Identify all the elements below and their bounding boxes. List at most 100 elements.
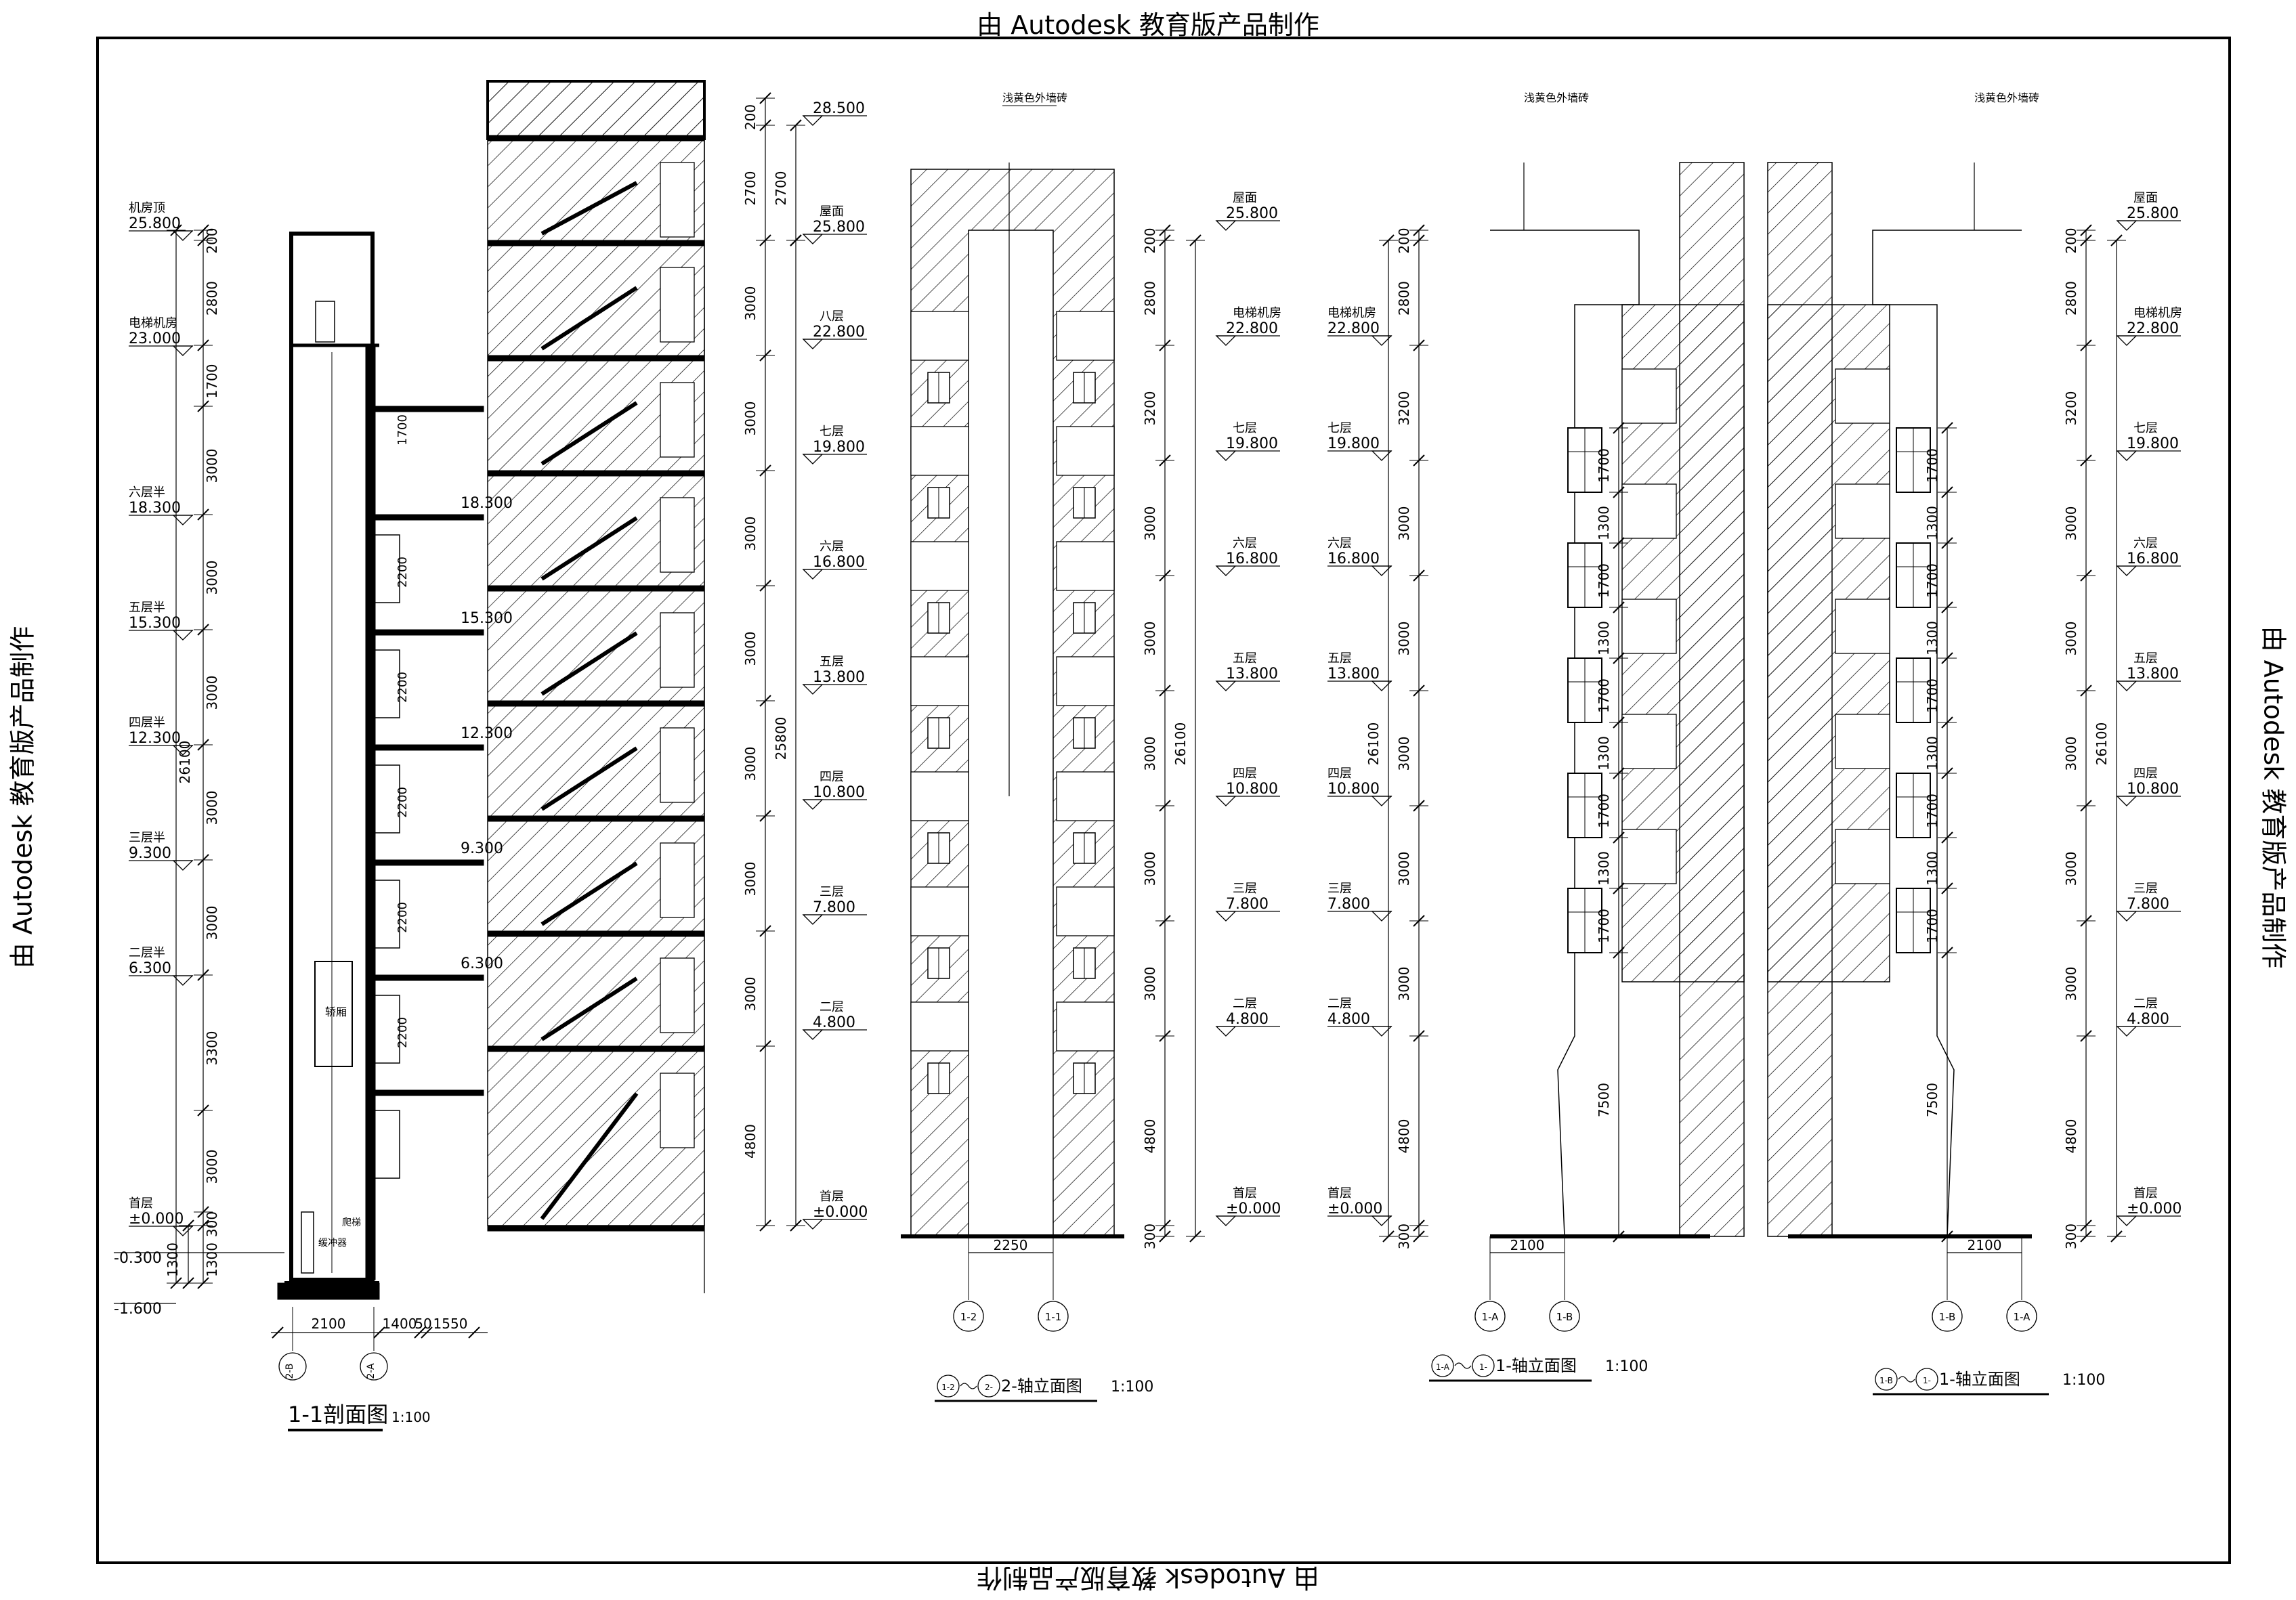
stair-level-marker — [802, 1219, 824, 1230]
stair-flight — [540, 1092, 639, 1220]
e3-level-elev: 16.800 — [2127, 550, 2179, 567]
e1-axis-bubble — [1038, 1301, 1069, 1332]
section-level-name: 四层半 — [129, 716, 165, 730]
stair-level-elev: 7.800 — [813, 899, 855, 916]
stair-dims-dim-value: 3000 — [742, 862, 759, 896]
stair-flight — [540, 516, 638, 581]
e1-recess — [910, 426, 969, 476]
section-scale: 1:100 — [391, 1409, 431, 1425]
section-dims2-dim-value: 1300 — [165, 1242, 181, 1277]
landing-slab — [375, 974, 484, 981]
section-dims-dim-value: 3000 — [204, 561, 220, 595]
bottom-dim-value: 2100 — [312, 1316, 346, 1332]
e2-recess — [1621, 368, 1677, 424]
e2-level-name: 二层 — [1327, 997, 1352, 1011]
e3-title: 1-轴立面图 — [1939, 1370, 2020, 1389]
e2-dims-dim-value: 3000 — [1396, 967, 1412, 1001]
bottom-dim-value: 1550 — [433, 1316, 468, 1332]
stair-level-name: 屋面 — [820, 204, 844, 219]
e2-level-elev: 10.800 — [1327, 781, 1380, 798]
e3-level-name: 四层 — [2133, 766, 2158, 781]
section-level-name: 首层 — [129, 1196, 153, 1211]
stair-level-elev: 10.800 — [813, 784, 865, 801]
section-level-elev: 6.300 — [129, 960, 171, 977]
stair-flight — [540, 181, 638, 236]
e2-level-elev: 19.800 — [1327, 435, 1380, 452]
e2-dims-dim-value: 4800 — [1396, 1119, 1412, 1154]
e1-recess — [910, 886, 969, 936]
inner-dim: 2200 — [396, 1017, 410, 1048]
stair-dims-dim-value: 3000 — [742, 517, 759, 551]
axis-label: 2-A — [366, 1363, 377, 1379]
e2-window-dims-dim-value: 1700 — [1596, 678, 1612, 713]
e2-title-bubble2 — [1472, 1354, 1495, 1377]
e1-level-marker — [1215, 450, 1237, 461]
e2-recess — [1621, 599, 1677, 654]
stair-level-name: 八层 — [820, 309, 844, 324]
e2-level-name: 四层 — [1327, 766, 1352, 781]
e1-title-bubble2 — [977, 1375, 1000, 1398]
e1-level-marker — [1215, 1026, 1237, 1037]
landing-door — [373, 534, 400, 603]
floor-slab — [487, 1225, 705, 1232]
e1-title-bubble — [937, 1375, 960, 1398]
stair-level-elev: 19.800 — [813, 439, 865, 456]
section-dims-dim-value: 3300 — [204, 1031, 220, 1066]
buffer-label: 缓冲器 — [318, 1238, 347, 1249]
section-level-name: 五层半 — [129, 601, 165, 615]
e3-title-bubble2 — [1915, 1368, 1938, 1391]
e1-note: 浅黄色外墙砖 — [1002, 91, 1067, 104]
e1-level-name: 电梯机房 — [1233, 306, 1281, 320]
e3-total-dim-value: 26100 — [2093, 722, 2110, 766]
e2-note: 浅黄色外墙砖 — [1524, 91, 1589, 104]
section-dims-dim-value: 3000 — [204, 676, 220, 710]
stair-flight — [540, 401, 638, 466]
stair-door — [660, 612, 695, 688]
e2-level-name: 首层 — [1327, 1186, 1352, 1201]
section-level-elev: 23.000 — [129, 330, 181, 347]
elevation-axis-1-b: 1700130017001300170013001700130017007500… — [1767, 91, 2182, 1396]
section-level-name: 六层半 — [129, 485, 165, 500]
e3-dims-dim-value: 300 — [2063, 1224, 2079, 1249]
e2-dims-dim-value: 2800 — [1396, 281, 1412, 316]
stair-level-elev: 4.800 — [813, 1014, 855, 1031]
e3-axis-label: 1-A — [2014, 1311, 2031, 1323]
e1-width-dim: 2250 — [994, 1237, 1028, 1253]
section-dims-dim-value: 3000 — [204, 449, 220, 483]
e1-recess — [1056, 541, 1115, 591]
stair-level-marker — [802, 115, 824, 126]
e1-dims-dim-value: 200 — [1142, 228, 1158, 253]
e3-title-to: 1- — [1923, 1376, 1931, 1385]
e3-window-dims-dim-value: 1700 — [1924, 909, 1940, 943]
axis-bubble — [278, 1352, 307, 1381]
section-total-dim-value: 26100 — [177, 741, 193, 784]
stair-dims-dim-value: 3000 — [742, 747, 759, 781]
stair-level-elev: 16.800 — [813, 554, 865, 571]
floor-slab — [487, 240, 705, 246]
e2-title: 1-轴立面图 — [1495, 1356, 1577, 1375]
stair-level-name: 首层 — [820, 1190, 844, 1204]
e2-level-elev: 7.800 — [1327, 896, 1370, 913]
landing-slab — [375, 859, 484, 866]
e2-window-dims-dim-value: 1700 — [1596, 794, 1612, 828]
stair-dims-dim-value: 3000 — [742, 632, 759, 666]
buffer — [301, 1211, 314, 1274]
landing-door — [373, 995, 400, 1064]
e2-level-name: 三层 — [1327, 882, 1352, 896]
e3-window-dims-dim-value: 1300 — [1924, 851, 1940, 886]
e3-level-name: 首层 — [2133, 1186, 2158, 1201]
e3-window-dims-dim-value: 1300 — [1924, 621, 1940, 655]
bottom-dim-tick — [272, 1326, 284, 1339]
section-dims-dim-value: 3000 — [204, 1150, 220, 1184]
stair-flight — [540, 861, 638, 926]
section-level-elev: 15.300 — [129, 615, 181, 632]
e2-axis-bubble — [1474, 1301, 1506, 1332]
e3-window-dims-dim-value: 1700 — [1924, 794, 1940, 828]
stair-level-marker — [802, 339, 824, 349]
e1-level-elev: 16.800 — [1226, 550, 1278, 567]
e2-dims-dim-value: 300 — [1396, 1224, 1412, 1249]
stair-flight — [540, 976, 638, 1041]
e1-level-name: 六层 — [1233, 536, 1257, 550]
e3-width-dim: 2100 — [1968, 1237, 2002, 1253]
